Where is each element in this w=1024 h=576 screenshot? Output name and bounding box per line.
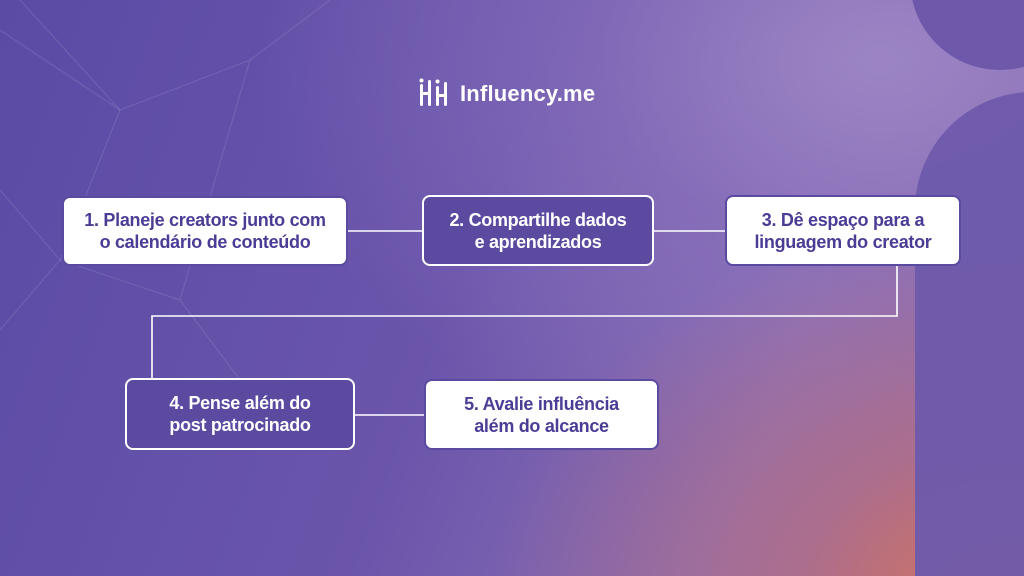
step-box-1: 1. Planeje creators junto com o calendár… bbox=[62, 196, 348, 266]
step-4-line-2: post patrocinado bbox=[169, 415, 311, 435]
step-4-line-1: 4. Pense além do bbox=[169, 393, 311, 413]
step-1-line-2: o calendário de conteúdo bbox=[99, 232, 311, 252]
step-3-line-1: 3. Dê espaço para a bbox=[761, 209, 925, 230]
brand-name: Influency.me bbox=[460, 81, 596, 106]
step-1-line-1: 1. Planeje creators junto com bbox=[84, 210, 326, 230]
step-box-2: 2. Compartilhe dados e aprendizados bbox=[422, 195, 654, 266]
step-box-5: 5. Avalie influência além do alcance bbox=[424, 379, 659, 450]
step-2-line-2: e aprendizados bbox=[474, 231, 602, 252]
influency-logo-icon bbox=[419, 78, 447, 106]
step-5-line-1: 5. Avalie influência bbox=[464, 393, 619, 414]
step-2-line-1: 2. Compartilhe dados bbox=[449, 209, 627, 230]
brand-logo: Influency.me bbox=[418, 78, 595, 110]
connector-3-4 bbox=[151, 265, 898, 378]
corner-circle bbox=[912, 0, 1024, 70]
step-3-line-2: linguagem do creator bbox=[754, 231, 932, 252]
step-box-4: 4. Pense além do post patrocinado bbox=[125, 378, 355, 450]
step-5-line-2: além do alcance bbox=[474, 415, 609, 436]
step-box-3: 3. Dê espaço para a linguagem do creator bbox=[725, 195, 961, 266]
